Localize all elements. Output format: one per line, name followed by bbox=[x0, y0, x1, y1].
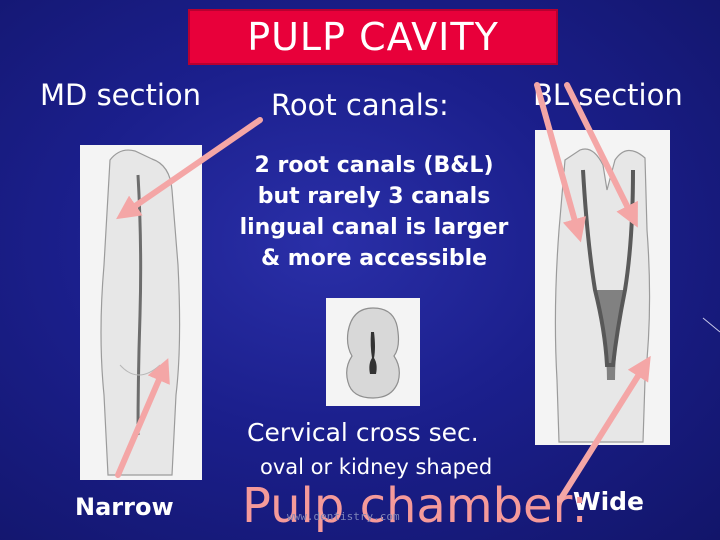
slide-title: PULP CAVITY bbox=[188, 9, 558, 65]
md-section-heading: MD section bbox=[40, 78, 202, 112]
root-canals-line: but rarely 3 canals bbox=[257, 184, 491, 209]
cervical-cross-section-label: Cervical cross sec. bbox=[247, 418, 479, 447]
watermark-text: www.dentistry.com bbox=[287, 510, 400, 523]
decorative-slash bbox=[702, 317, 720, 333]
arrow-to-md-canal bbox=[116, 117, 263, 220]
arrow-to-bl-canal-lingual bbox=[564, 82, 638, 228]
arrow-wide-chamber bbox=[557, 355, 651, 503]
root-canals-line: 2 root canals (B&L) bbox=[254, 153, 494, 178]
pulp-chamber-label: Pulp chamber: bbox=[242, 478, 588, 534]
narrow-label: Narrow bbox=[75, 493, 174, 521]
root-canals-description: 2 root canals (B&L) but rarely 3 canals … bbox=[224, 150, 524, 274]
bl-section-heading: BL section bbox=[533, 78, 683, 112]
arrow-narrow-chamber bbox=[115, 358, 170, 478]
root-canals-line: & more accessible bbox=[260, 246, 488, 271]
cervical-shape-label: oval or kidney shaped bbox=[260, 455, 493, 479]
cervical-cross-section-image bbox=[326, 298, 420, 406]
root-canals-line: lingual canal is larger bbox=[239, 215, 509, 240]
wide-label: Wide bbox=[573, 487, 644, 516]
root-canals-heading: Root canals: bbox=[271, 88, 449, 122]
arrow-to-bl-canal-buccal bbox=[534, 82, 587, 243]
